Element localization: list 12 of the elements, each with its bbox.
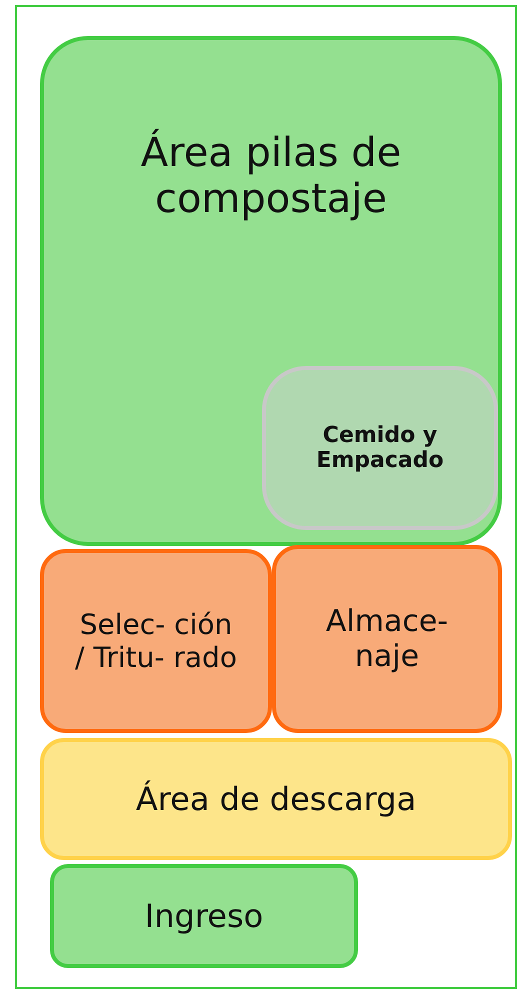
sorting-area bbox=[40, 549, 272, 733]
unloading-area bbox=[40, 738, 512, 860]
area-label: Ingreso bbox=[144, 897, 264, 935]
area-label: Área de descarga bbox=[136, 780, 416, 818]
entrance-area bbox=[50, 864, 358, 968]
composting-area bbox=[40, 36, 502, 546]
area-label: Almace- naje bbox=[324, 604, 450, 674]
area-label: Cemido y Empacado bbox=[315, 423, 445, 473]
storage-area bbox=[272, 545, 502, 733]
area-label: Selec- ción / Tritu- rado bbox=[74, 608, 238, 674]
sieving-area bbox=[262, 366, 498, 530]
area-label: Área pilas de compostaje bbox=[140, 130, 402, 222]
